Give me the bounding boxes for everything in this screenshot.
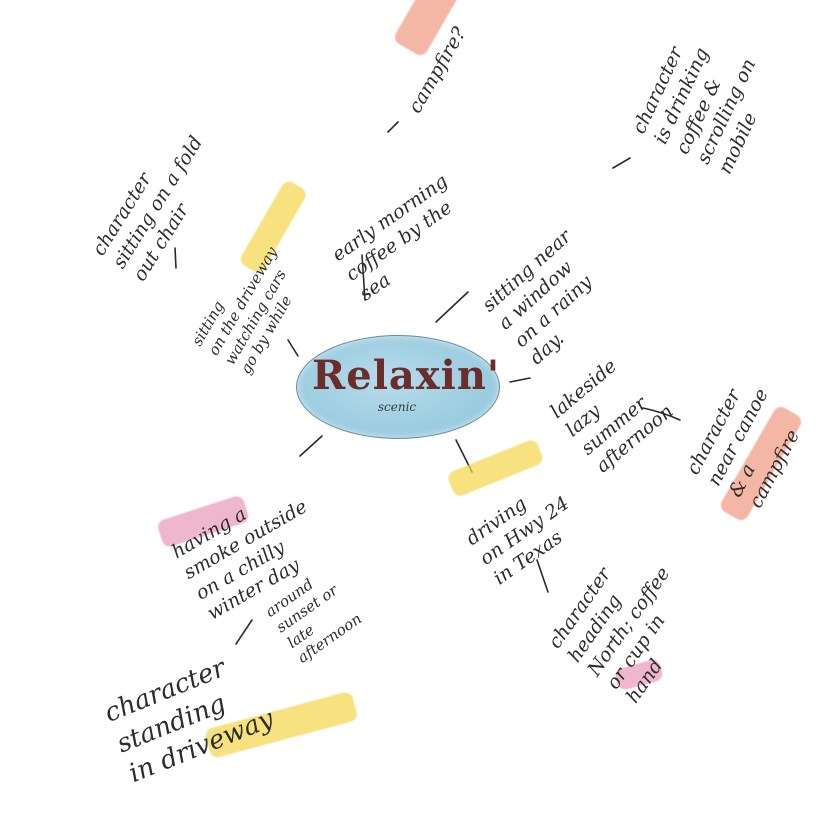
central-subtitle: scenic xyxy=(377,400,417,414)
line-smoke-standing xyxy=(235,619,253,645)
line-driving-north xyxy=(536,559,549,593)
line-center-window xyxy=(435,291,469,323)
line-lakeside-canoe xyxy=(642,407,681,421)
line-center-driveway xyxy=(287,339,299,357)
line-center-smoke xyxy=(299,435,323,457)
line-center-coffee xyxy=(361,254,366,301)
line-window-drinking xyxy=(612,157,631,169)
central-title: Relaxin' xyxy=(312,352,501,399)
central-node xyxy=(296,335,500,439)
line-coffee-campfire xyxy=(387,121,399,133)
line-center-lakeside xyxy=(509,377,531,383)
line-driveway-foldchair xyxy=(174,247,177,269)
